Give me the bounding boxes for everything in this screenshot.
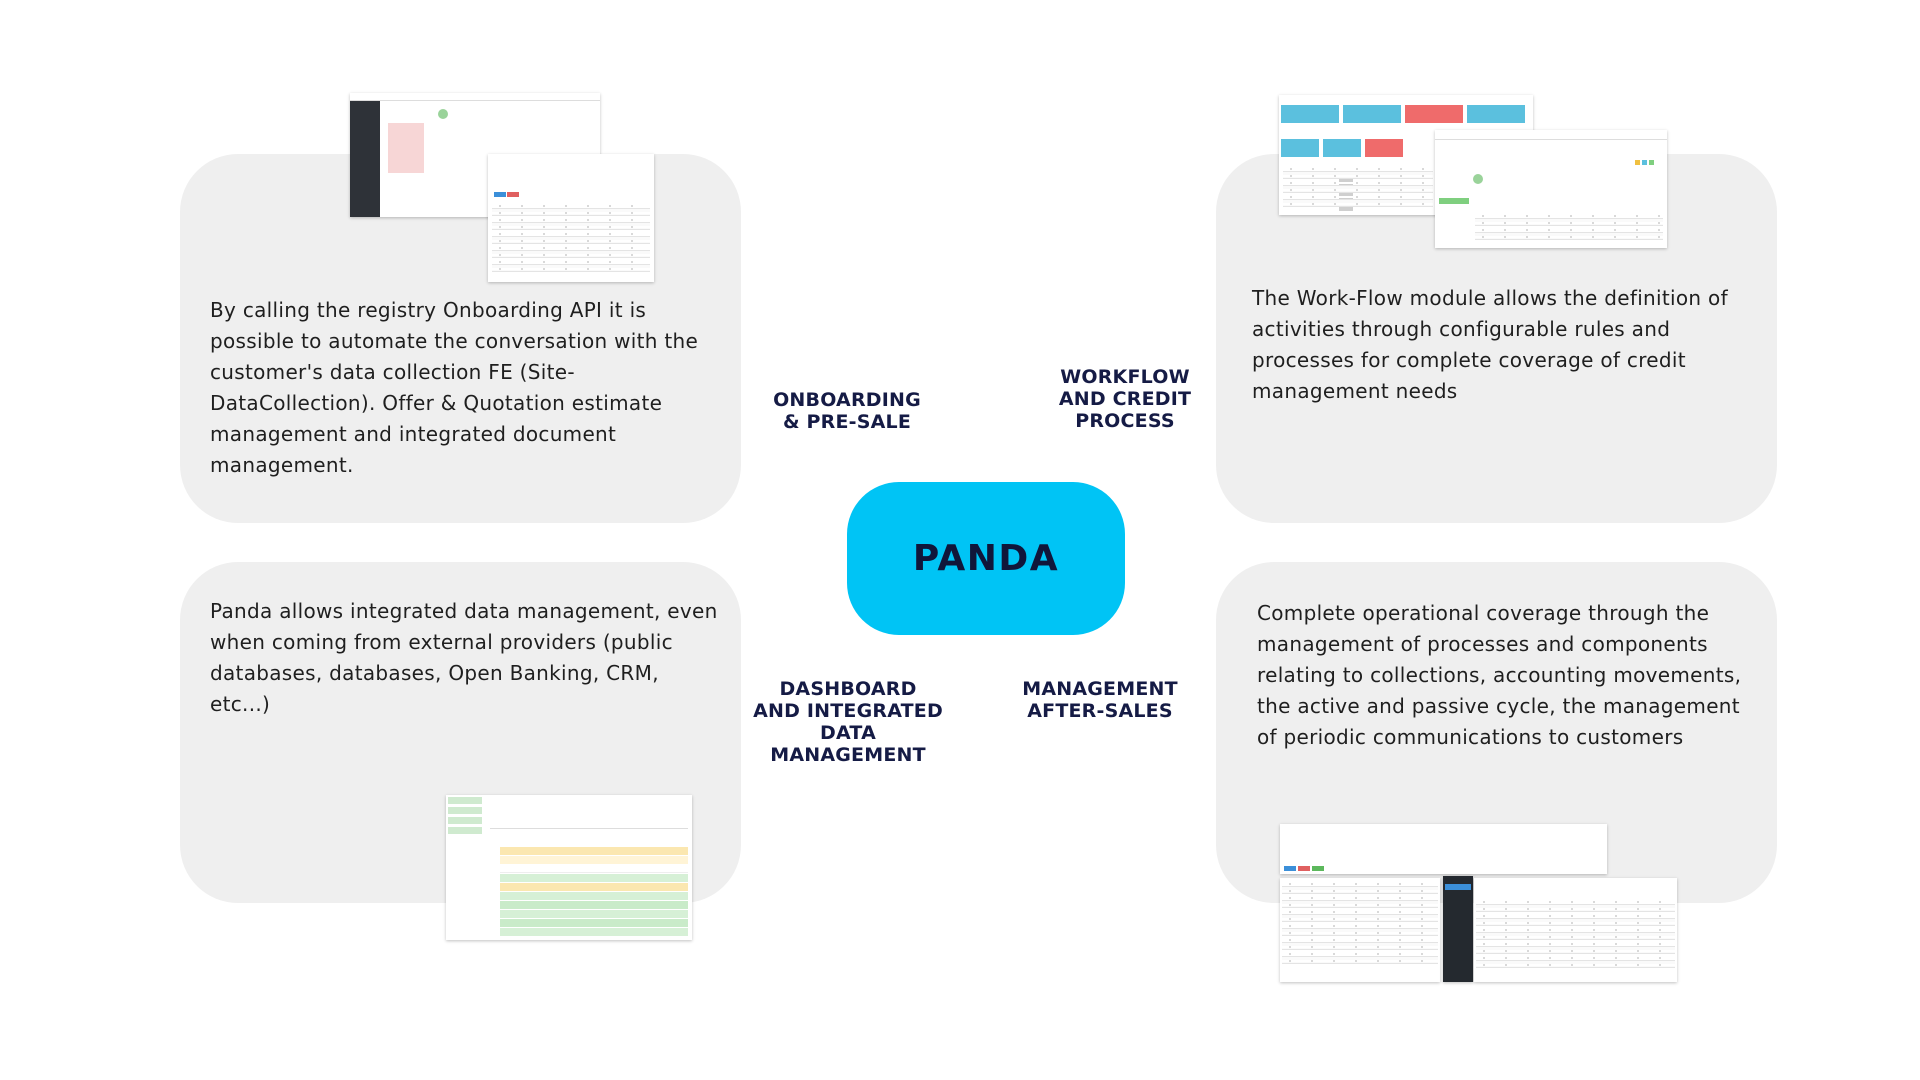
thumb-status-icon <box>1649 160 1654 165</box>
thumb-table <box>1475 212 1663 240</box>
thumb-table <box>492 202 650 272</box>
thumb-row <box>500 892 688 900</box>
thumb-sidebar <box>350 101 380 217</box>
thumb-avatar-icon <box>438 109 448 119</box>
thumb-table <box>1476 898 1675 968</box>
after-sales-screenshot-sidebar <box>1443 876 1473 982</box>
thumb-status-icon <box>1635 160 1640 165</box>
thumb-tile <box>1281 105 1339 123</box>
label-after-sales: MANAGEMENT AFTER-SALES <box>1022 678 1178 722</box>
thumb-row <box>500 901 688 909</box>
thumb-row <box>500 919 688 927</box>
label-onboarding: ONBOARDING & PRE-SALE <box>773 389 921 433</box>
thumb-row <box>500 910 688 918</box>
thumb-form <box>490 799 688 829</box>
thumb-row <box>500 874 688 882</box>
thumb-row <box>500 928 688 936</box>
thumb-table <box>1283 165 1433 207</box>
label-dashboard: DASHBOARD AND INTEGRATED DATA MANAGEMENT <box>753 678 943 766</box>
thumb-tile <box>1405 105 1463 123</box>
thumb-button <box>507 192 519 197</box>
thumb-header <box>1435 130 1667 140</box>
after-sales-screenshot-table <box>1280 878 1440 982</box>
dashboard-screenshot <box>446 795 692 940</box>
onboarding-screenshot-front <box>488 154 654 282</box>
thumb-button <box>1439 198 1469 204</box>
thumb-button <box>448 807 482 814</box>
thumb-row <box>500 847 688 855</box>
thumb-button <box>448 817 482 824</box>
thumb-row <box>500 856 688 864</box>
after-sales-screenshot-detail <box>1474 878 1677 982</box>
card-dashboard-text: Panda allows integrated data management,… <box>210 599 718 716</box>
thumb-button <box>1312 866 1324 871</box>
after-sales-screenshot-form <box>1280 824 1607 874</box>
card-after-sales-text: Complete operational coverage through th… <box>1257 601 1742 749</box>
thumb-button <box>1298 866 1310 871</box>
card-workflow-text: The Work-Flow module allows the definiti… <box>1252 286 1728 403</box>
thumb-tile <box>1467 105 1525 123</box>
card-workflow: The Work-Flow module allows the definiti… <box>1216 154 1777 523</box>
thumb-table <box>1282 880 1438 964</box>
thumb-row <box>500 865 688 873</box>
thumb-tile <box>1323 139 1361 157</box>
thumb-panel <box>388 123 424 173</box>
center-panda-label: PANDA <box>912 538 1060 579</box>
thumb-button <box>494 192 506 197</box>
center-panda-node: PANDA <box>847 482 1125 635</box>
thumb-button <box>448 827 482 834</box>
thumb-status-icon <box>1642 160 1647 165</box>
thumb-topbar <box>350 93 600 101</box>
thumb-tile <box>1281 139 1319 157</box>
thumb-row <box>500 883 688 891</box>
thumb-button <box>448 797 482 804</box>
thumb-avatar-icon <box>1473 174 1483 184</box>
thumb-button <box>1284 866 1296 871</box>
workflow-screenshot-front <box>1435 130 1667 248</box>
thumb-tile <box>1365 139 1403 157</box>
thumb-tile <box>1343 105 1401 123</box>
label-workflow: WORKFLOW AND CREDIT PROCESS <box>1058 366 1192 432</box>
thumb-active-item <box>1445 884 1471 890</box>
thumb-sidebar <box>446 795 484 940</box>
card-onboarding-text: By calling the registry Onboarding API i… <box>210 298 699 477</box>
